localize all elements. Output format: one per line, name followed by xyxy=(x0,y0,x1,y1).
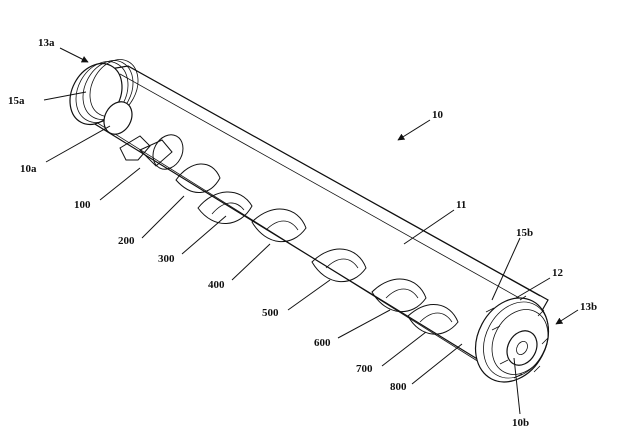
label-10a: 10a xyxy=(20,163,37,175)
baffle-700 xyxy=(407,304,459,335)
label-11: 11 xyxy=(456,199,466,211)
leader-lines xyxy=(43,47,579,415)
label-15b: 15b xyxy=(516,227,533,239)
baffle-400 xyxy=(251,208,307,243)
label-300: 300 xyxy=(158,253,175,265)
label-400: 400 xyxy=(208,279,225,291)
baffle-300 xyxy=(197,191,253,224)
baffle-100 xyxy=(119,135,173,167)
label-600: 600 xyxy=(314,337,331,349)
label-13a: 13a xyxy=(38,37,55,49)
left-bore-10a xyxy=(103,101,133,135)
label-12: 12 xyxy=(552,267,564,279)
baffle-600 xyxy=(371,278,427,313)
label-10: 10 xyxy=(432,109,444,121)
baffle-200 xyxy=(152,134,221,193)
label-100: 100 xyxy=(74,199,91,211)
tube-body xyxy=(71,65,549,377)
label-15a: 15a xyxy=(8,95,25,107)
label-800: 800 xyxy=(390,381,407,393)
right-bore-10b xyxy=(506,330,538,366)
label-200: 200 xyxy=(118,235,135,247)
baffle-500 xyxy=(311,248,367,283)
label-700: 700 xyxy=(356,363,373,375)
label-500: 500 xyxy=(262,307,279,319)
label-10b: 10b xyxy=(512,417,529,429)
label-13b: 13b xyxy=(580,301,597,313)
